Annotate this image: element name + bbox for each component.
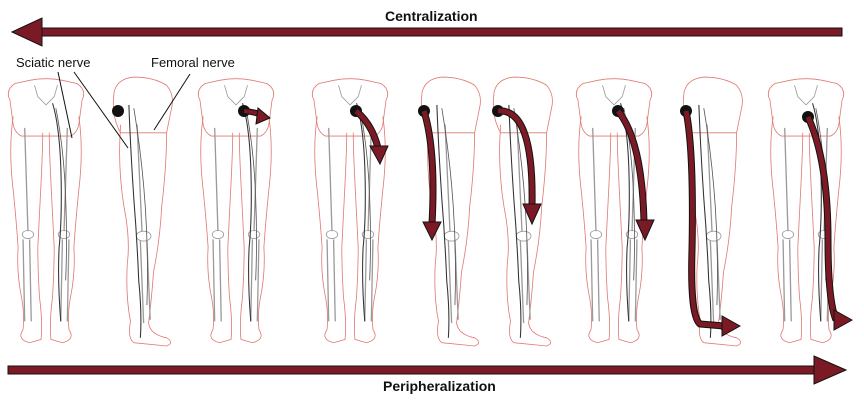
centralization-arrow	[10, 17, 843, 47]
panel-4	[311, 78, 389, 344]
panel-7	[575, 78, 655, 344]
panel-8	[680, 76, 744, 347]
panel-5	[418, 76, 482, 347]
panel-9	[767, 78, 854, 344]
peripheralization-arrow	[7, 355, 848, 385]
centralization-label: Centralization	[385, 8, 478, 24]
panel-1	[7, 78, 85, 344]
peripheralization-label: Peripheralization	[383, 378, 496, 394]
nerve-leader-lines	[57, 71, 191, 149]
sciatic-nerve-label: Sciatic nerve	[16, 55, 91, 70]
panel-6	[492, 76, 554, 347]
femoral-nerve-label: Femoral nerve	[151, 55, 235, 70]
panel-2	[112, 76, 174, 347]
panel-3	[197, 78, 275, 344]
